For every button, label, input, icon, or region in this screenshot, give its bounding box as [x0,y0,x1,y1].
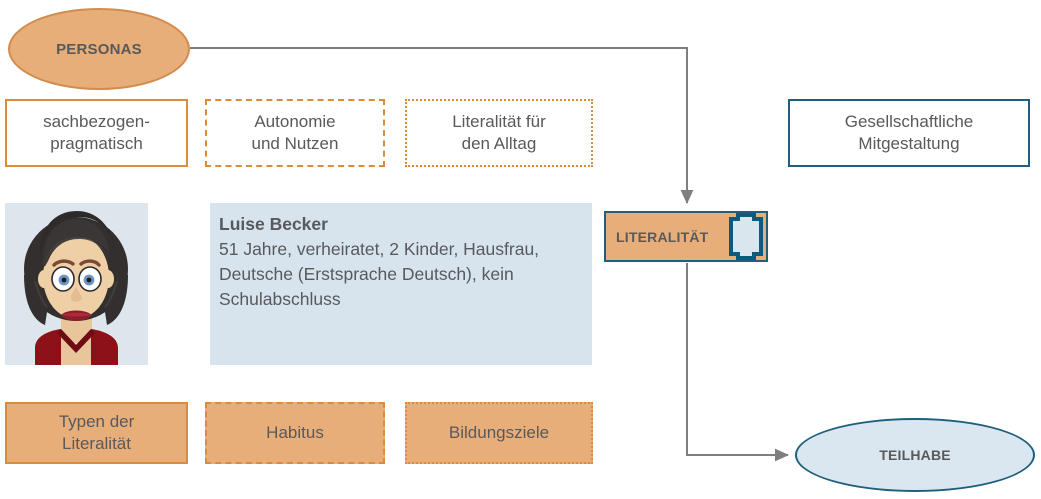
box-label: Literalität für den Alltag [452,111,546,155]
box-label-line1: Autonomie [254,112,336,132]
box-label-line2: Literalität [62,434,131,453]
box-label-line2: pragmatisch [50,134,143,153]
box-label-line1: sachbezogen- [43,112,150,132]
box-label-line1: Gesellschaftliche [844,112,974,132]
node-teilhabe[interactable]: TEILHABE [795,418,1035,492]
node-personas-label: PERSONAS [56,40,142,58]
box-label: sachbezogen- pragmatisch [43,111,150,155]
box-typen-der-literalitaet[interactable]: Typen der Literalität [5,402,188,464]
persona-name: Luise Becker [219,214,328,234]
persona-info-panel: Luise Becker 51 Jahre, verheiratet, 2 Ki… [210,203,592,365]
box-bildungsziele[interactable]: Bildungsziele [405,402,593,464]
box-gesellschaftliche-mitgestaltung[interactable]: Gesellschaftliche Mitgestaltung [788,99,1030,167]
node-literalitaet[interactable]: LITERALITÄT [604,211,768,262]
box-label: Bildungsziele [448,423,550,443]
box-label-line1: Literalität für [452,112,546,132]
box-literalitaet-fuer-den-alltag[interactable]: Literalität für den Alltag [405,99,593,167]
node-literalitaet-label: LITERALITÄT [616,228,709,245]
box-label: Autonomie und Nutzen [252,111,339,155]
box-sachbezogen-pragmatisch[interactable]: sachbezogen- pragmatisch [5,99,188,167]
persona-description: 51 Jahre, verheiratet, 2 Kinder, Hausfra… [219,238,540,309]
box-label: Gesellschaftliche Mitgestaltung [845,111,974,155]
node-teilhabe-label: TEILHABE [879,447,951,463]
avatar-illustration [5,203,148,365]
box-label: Typen der Literalität [59,411,135,455]
book-icon [729,213,763,260]
node-personas[interactable]: PERSONAS [8,8,190,90]
box-label-line2: Mitgestaltung [858,134,960,153]
box-label-line2: den Alltag [461,134,537,153]
connector-literalitaet-to-teilhabe [686,263,789,462]
box-label: Habitus [266,423,324,443]
persona-avatar [5,203,148,365]
box-label-line2: und Nutzen [251,134,339,153]
box-label-line1: Typen der [58,412,135,432]
box-habitus[interactable]: Habitus [205,402,385,464]
box-autonomie-und-nutzen[interactable]: Autonomie und Nutzen [205,99,385,167]
